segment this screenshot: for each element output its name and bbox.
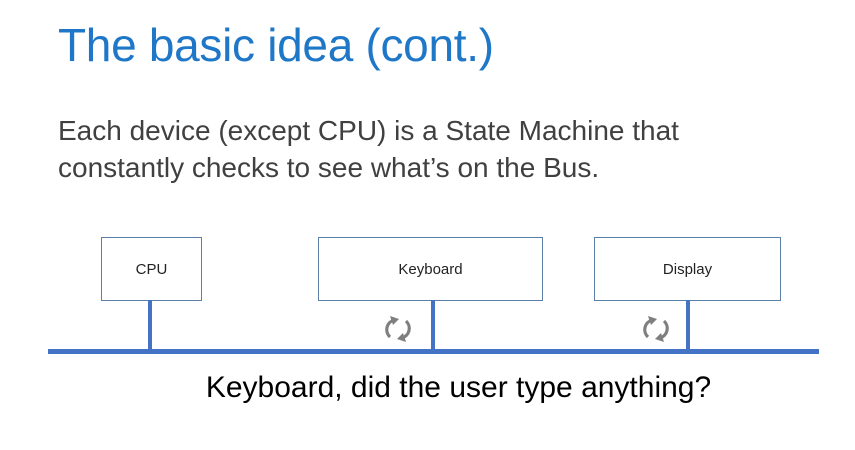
device-label-display: Display (662, 260, 713, 278)
caption-text: Keyboard, did the user type anything? (205, 371, 712, 404)
body-line-1: Each device (except CPU) is a State Mach… (58, 115, 679, 146)
device-box-keyboard: Keyboard (318, 237, 543, 301)
device-box-display: Display (594, 237, 781, 301)
slide-title: The basic idea (cont.) (58, 19, 494, 71)
connector-display (686, 300, 690, 352)
body-line-2: constantly checks to see what’s on the B… (58, 152, 600, 183)
caption-text-container: Keyboard, did the user type anything? (0, 371, 855, 405)
cycle-arrows-icon (385, 316, 411, 342)
connector-cpu (148, 300, 152, 352)
device-box-cpu: CPU (101, 237, 202, 301)
bus-line (48, 349, 819, 354)
connector-keyboard (431, 300, 435, 352)
device-label-keyboard: Keyboard (398, 260, 463, 278)
body-text: Each device (except CPU) is a State Mach… (58, 112, 838, 186)
cycle-arrows-icon (643, 316, 669, 342)
device-label-cpu: CPU (135, 260, 168, 278)
